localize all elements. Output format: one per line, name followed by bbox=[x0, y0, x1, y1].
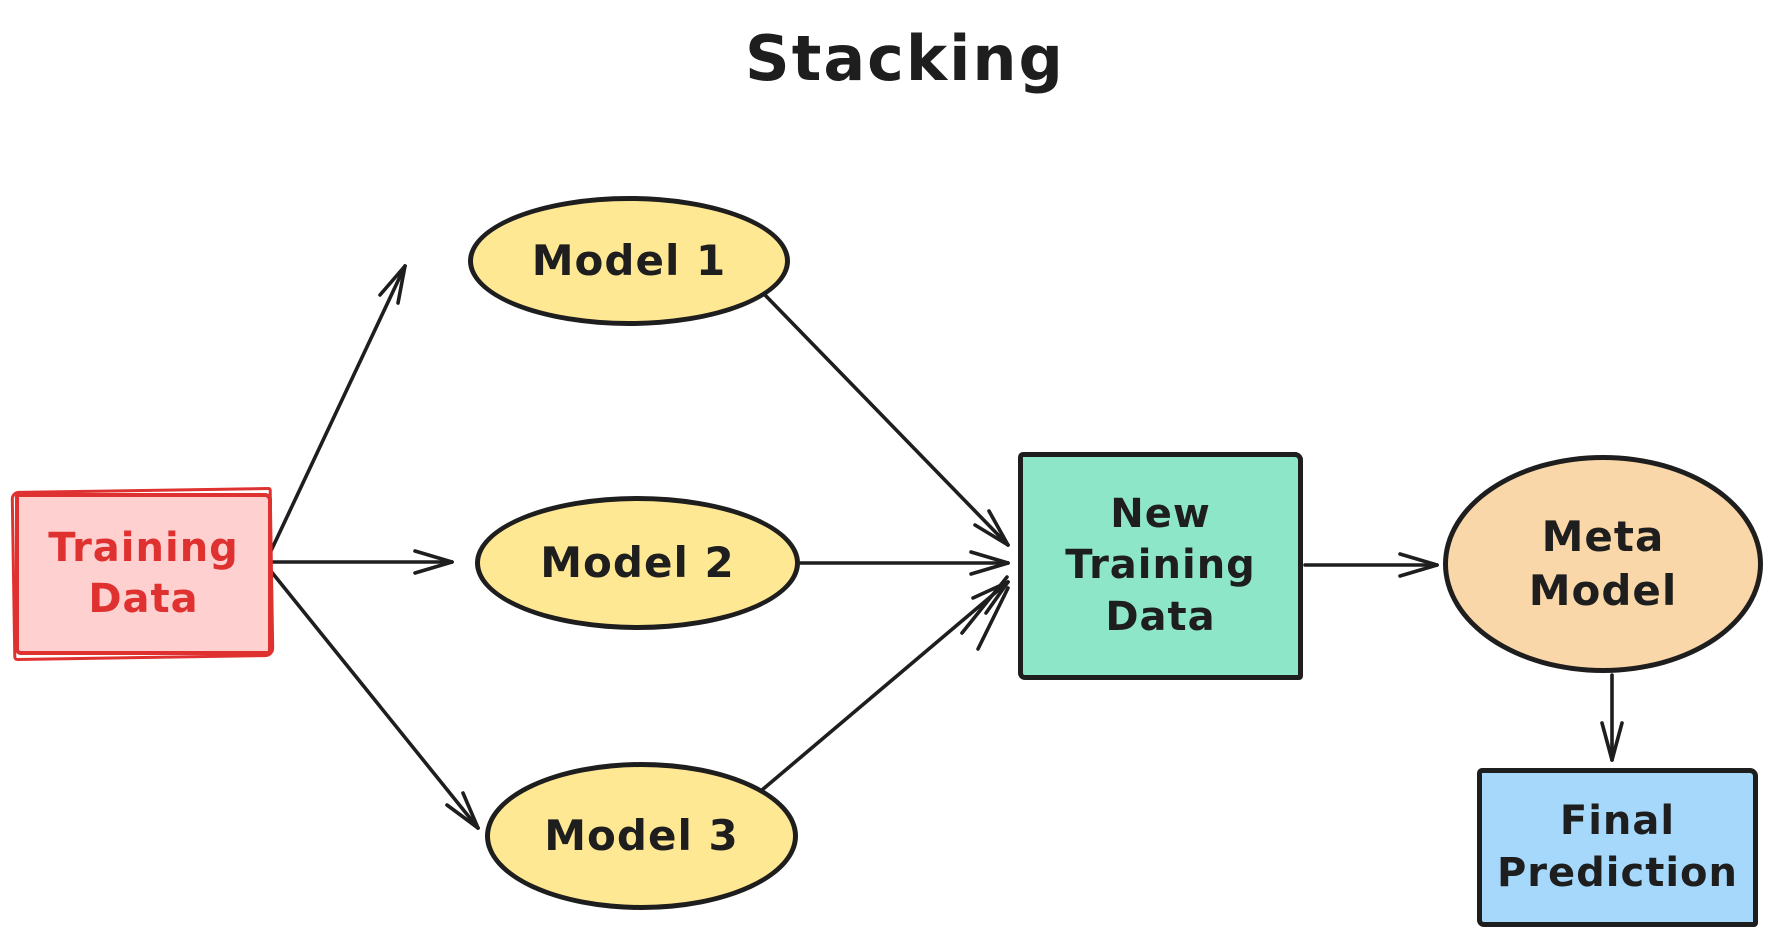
node-final-prediction-label: Final Prediction bbox=[1496, 798, 1738, 896]
arrow-new-training-data-to-meta-model bbox=[1303, 552, 1439, 578]
node-meta-model-label: Meta Model bbox=[1528, 512, 1678, 615]
node-new-training-data: New Training Data bbox=[1018, 452, 1303, 680]
arrow-model-3-to-new-training-data bbox=[760, 575, 1010, 792]
arrow-training-data-to-model-3 bbox=[268, 568, 480, 830]
sketch-stroke bbox=[960, 575, 1009, 635]
node-model-2: Model 2 bbox=[475, 496, 800, 630]
arrow-model-1-to-new-training-data bbox=[763, 293, 1010, 547]
diagram-title: Stacking bbox=[745, 22, 1065, 95]
sketch-stroke bbox=[976, 586, 1010, 651]
node-model-3: Model 3 bbox=[485, 762, 798, 910]
arrow-model-2-to-new-training-data bbox=[798, 550, 1010, 576]
node-new-training-data-label: New Training Data bbox=[1065, 491, 1256, 640]
node-model-1-label: Model 1 bbox=[531, 236, 727, 286]
node-model-1: Model 1 bbox=[468, 196, 790, 326]
arrow-training-data-to-model-2 bbox=[270, 549, 454, 575]
arrow-training-data-to-model-1 bbox=[268, 264, 407, 555]
node-final-prediction: Final Prediction bbox=[1477, 768, 1758, 927]
node-training-data-label: Training Data bbox=[48, 524, 239, 622]
node-model-3-label: Model 3 bbox=[544, 811, 739, 861]
node-training-data: Training Data bbox=[15, 493, 272, 655]
arrow-meta-model-to-final-prediction bbox=[1600, 673, 1624, 762]
node-model-2-label: Model 2 bbox=[540, 538, 735, 588]
node-meta-model: Meta Model bbox=[1443, 455, 1763, 673]
